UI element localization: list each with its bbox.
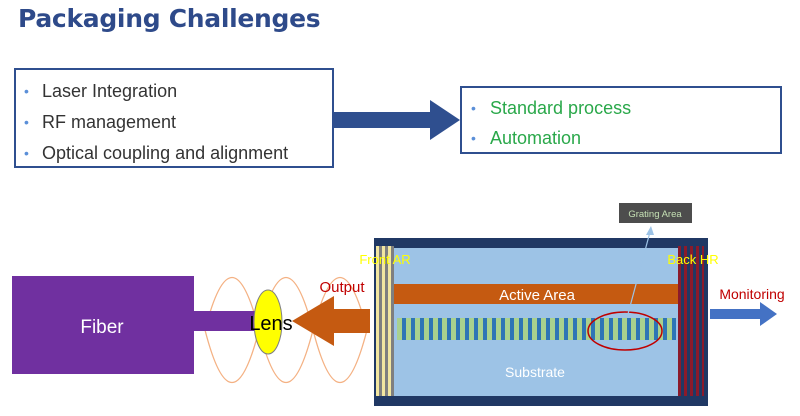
grating-highlight <box>587 311 663 351</box>
front-ar-coating <box>376 246 394 396</box>
solution-item: Standard process <box>471 93 780 123</box>
challenges-box: Laser Integration RF management Optical … <box>14 68 334 169</box>
light-wave <box>204 277 368 383</box>
back-hr-coating <box>678 246 704 396</box>
solutions-box: Standard process Automation <box>460 86 782 154</box>
monitoring-label: Monitoring <box>719 286 784 302</box>
grating-area-label: Grating Area <box>628 209 682 220</box>
solutions-list: Standard process Automation <box>462 88 780 153</box>
grating-layer <box>397 318 676 340</box>
substrate-label: Substrate <box>505 364 565 380</box>
challenge-item: RF management <box>24 107 332 138</box>
grating-pointer-head <box>646 226 654 235</box>
back-hr-label: Back HR <box>667 252 718 267</box>
light-wave <box>204 277 368 383</box>
solution-item: Automation <box>471 123 780 153</box>
lens-label: Lens <box>249 313 292 335</box>
active-area-label: Active Area <box>499 287 576 304</box>
fiber-block <box>12 276 194 374</box>
challenge-item: Optical coupling and alignment <box>24 138 332 169</box>
active-area <box>394 284 678 304</box>
output-label: Output <box>319 279 365 296</box>
process-arrow <box>334 100 460 140</box>
fiber-core <box>178 311 262 331</box>
monitoring-arrow <box>710 302 777 326</box>
lens <box>253 289 283 355</box>
grating-pointer-line <box>627 231 651 315</box>
front-ar-label: Front AR <box>359 252 410 267</box>
challenges-list: Laser Integration RF management Optical … <box>16 70 332 169</box>
grating-area-box <box>619 203 692 223</box>
page-title: Packaging Challenges <box>18 4 321 33</box>
fiber-label: Fiber <box>80 317 124 338</box>
output-arrow <box>292 296 370 346</box>
challenge-item: Laser Integration <box>24 76 332 107</box>
